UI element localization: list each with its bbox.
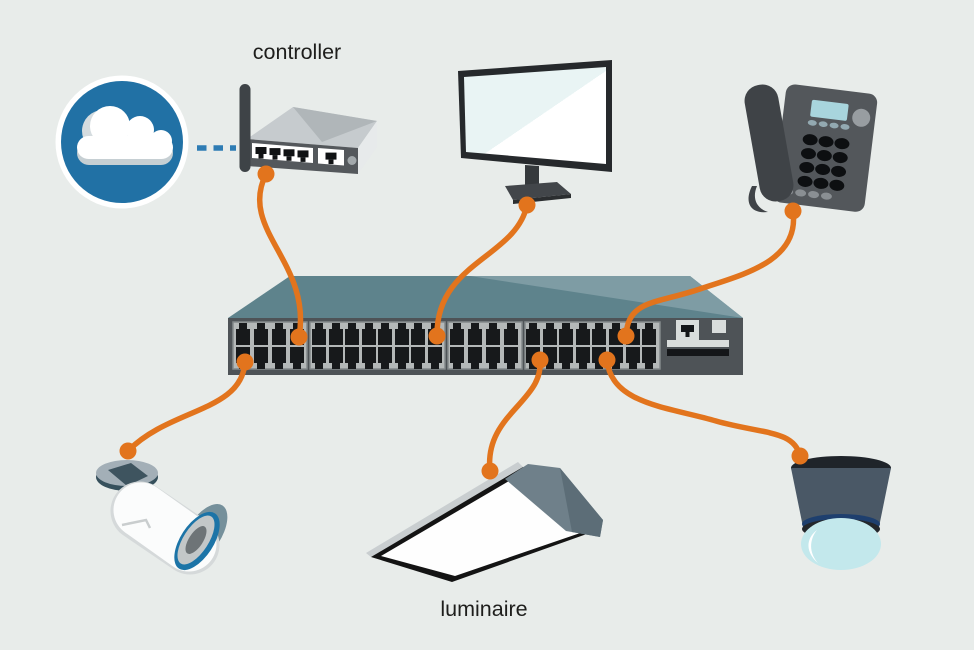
- phone-keypad: [797, 134, 850, 191]
- cable-switch-to-dome: [604, 357, 803, 459]
- router-port-tab: [272, 155, 278, 160]
- luminaire-edge: [366, 462, 523, 557]
- uplink-square-slot: [712, 320, 726, 333]
- luminaire-panel: [366, 462, 603, 582]
- dome-glass-highlight: [808, 530, 818, 563]
- router-port: [283, 149, 295, 157]
- phone-softkey: [807, 120, 817, 126]
- cable-connector-dot: [428, 327, 446, 345]
- controller-label: controller: [253, 40, 341, 64]
- luminaire-driver-box-shade: [560, 468, 603, 537]
- phone-softkey: [818, 121, 828, 128]
- uplink-port-tab: [685, 332, 690, 337]
- phone-key: [829, 179, 845, 191]
- cloud-puff-small: [150, 130, 172, 152]
- monitor-screen: [464, 67, 606, 164]
- dome-glass: [801, 518, 881, 570]
- cable-connector-dot: [791, 447, 809, 465]
- phone-speaker-button: [852, 108, 871, 127]
- phone-key: [800, 148, 816, 160]
- cables: [125, 171, 803, 474]
- router-wan-port: [325, 152, 337, 160]
- router-button: [347, 156, 357, 165]
- phone-handset: [744, 84, 794, 202]
- cable-monitor-to-switch: [434, 202, 530, 339]
- cloud-puff-mid: [126, 116, 154, 144]
- camera-mount-core: [108, 463, 148, 486]
- phone-key: [815, 163, 831, 176]
- cable-connector-dot: [236, 353, 254, 371]
- router-port: [297, 150, 309, 158]
- cable-connector-dot: [617, 327, 635, 345]
- ip-phone: [744, 84, 878, 213]
- phone-handset-hook: [748, 186, 768, 213]
- phone-softkeys: [807, 120, 850, 130]
- router-port: [269, 148, 281, 156]
- phone-bottom-key: [795, 189, 807, 197]
- cable-connector-dot: [518, 196, 536, 214]
- cloud-icon: [55, 75, 189, 209]
- monitor-stand-base: [505, 182, 571, 200]
- phone-key: [797, 175, 813, 187]
- router-side-face: [358, 121, 377, 174]
- switch-top-highlight: [470, 276, 743, 318]
- phone-key: [813, 177, 829, 189]
- router-port-tab: [258, 154, 264, 159]
- uplink-shelf: [667, 340, 729, 347]
- router-port-panel: [252, 143, 313, 163]
- cable-connector-dot: [257, 165, 275, 183]
- dome-body: [791, 468, 891, 527]
- phone-softkey: [829, 122, 839, 129]
- router-ports: [255, 147, 309, 162]
- switch-uplink-section: [667, 320, 729, 356]
- cable-switch-to-luminaire: [486, 357, 543, 474]
- cable-connector-dot: [119, 442, 137, 460]
- camera-lens-pupil: [185, 526, 207, 554]
- cable-connector-dot: [481, 462, 499, 480]
- poe-switch: [228, 276, 743, 375]
- monitor-stand-neck: [525, 165, 539, 186]
- router-antenna: [239, 84, 251, 172]
- router-top-shade: [293, 107, 377, 142]
- cable-connector-dot: [290, 328, 308, 346]
- phone-key: [802, 134, 818, 146]
- router-port-tab: [300, 157, 306, 162]
- phone-bottom-key: [808, 191, 819, 199]
- dome-camera: [791, 456, 891, 570]
- cable-connector-dot: [784, 202, 802, 220]
- phone-display: [810, 99, 849, 121]
- bullet-camera: [96, 460, 228, 575]
- camera-body-seam: [121, 518, 152, 529]
- luminaire-label: luminaire: [440, 597, 527, 621]
- phone-key: [834, 138, 850, 150]
- cloud-puff-large: [90, 106, 130, 146]
- uplink-port-jack: [681, 325, 694, 332]
- phone-bottom-key: [820, 192, 832, 200]
- cable-phone-to-switch: [623, 208, 797, 339]
- uplink-dark-bar: [667, 349, 729, 356]
- phone-softkey: [840, 124, 850, 130]
- router-port: [255, 147, 267, 154]
- phone-key: [816, 150, 832, 162]
- phone-key: [799, 161, 815, 174]
- cable-connector-dot: [598, 351, 616, 369]
- phone-key: [818, 136, 834, 148]
- phone-key: [832, 151, 848, 164]
- router-port-tab: [286, 156, 292, 161]
- router-wan-port-tab: [328, 159, 334, 165]
- cable-connector-dot: [531, 351, 549, 369]
- controller-router: [239, 84, 377, 174]
- monitor: [458, 60, 612, 204]
- cable-controller-to-switch: [257, 171, 304, 340]
- cable-switch-to-camera: [125, 359, 248, 454]
- phone-key: [831, 165, 847, 177]
- cable-connectors: [119, 165, 809, 480]
